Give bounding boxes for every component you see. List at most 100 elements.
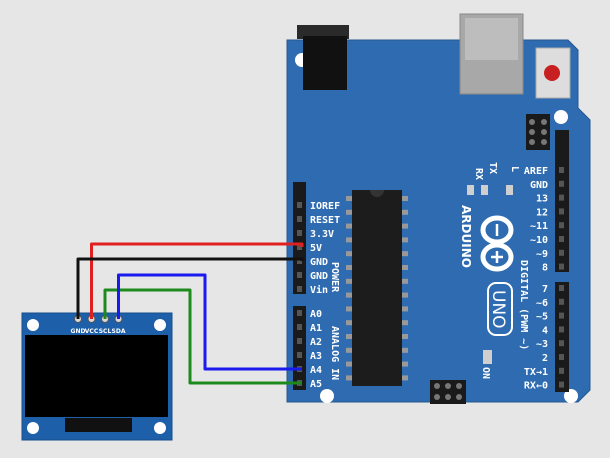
power-pin-gnd	[297, 272, 302, 278]
chip-leg	[402, 196, 408, 201]
analog-pin-label: A2	[310, 337, 322, 348]
led-label-tx: TX	[487, 162, 498, 174]
digital-pin-10	[559, 236, 564, 242]
digital-pin-12	[559, 208, 564, 215]
chip-leg	[402, 361, 408, 367]
digital-pin-label: ~9	[536, 249, 548, 260]
analog-pin-a2	[297, 338, 302, 344]
digital-pin-label: TX→1	[524, 367, 548, 378]
digital-pin-2	[559, 354, 564, 360]
digital-pin-label: ~3	[536, 339, 548, 350]
oled-pin-label: GND	[71, 328, 86, 335]
analog-pin-label: A1	[310, 323, 322, 334]
digital-pin-label: ~5	[536, 312, 548, 323]
oled-pin-label: VCC	[85, 328, 99, 335]
digital-pin-rx-0	[559, 381, 564, 388]
chip-leg	[402, 265, 408, 270]
mounting-hole	[154, 319, 166, 331]
power-pin-gnd	[297, 258, 302, 264]
analog-pin-a1	[297, 324, 302, 330]
power-pin-label: IOREF	[310, 201, 340, 212]
chip-leg	[402, 209, 408, 215]
digital-pin-3	[559, 340, 564, 347]
power-pin-label: RESET	[310, 215, 340, 226]
power-pin-label: GND	[310, 257, 328, 268]
digital-pin-label: 13	[536, 194, 548, 205]
digital-header-title: DIGITAL (PWM ~)	[518, 260, 529, 350]
digital-pin-label: 4	[542, 325, 548, 336]
chip-leg	[346, 306, 352, 312]
mounting-hole	[154, 422, 166, 434]
chip-leg	[402, 278, 408, 284]
reset-button	[535, 47, 571, 99]
chip-leg	[402, 237, 408, 243]
chip-leg	[402, 347, 408, 353]
digital-pin-7	[559, 285, 564, 291]
arduino-board: RX TX L ON ARDUINO UNO POWER ANALOG IN D…	[286, 13, 591, 404]
digital-pin-8	[559, 263, 564, 270]
chip-leg	[402, 292, 408, 298]
analog-header	[293, 306, 306, 390]
chip-leg	[346, 251, 352, 257]
chip-leg	[402, 375, 408, 381]
wire-scl-to-a5	[103, 288, 302, 385]
power-pin-label: Vin	[310, 284, 328, 296]
analog-pin-a0	[297, 310, 302, 316]
digital-pin-11	[559, 222, 564, 229]
chip-leg	[402, 223, 408, 229]
power-jack	[297, 25, 349, 90]
usb-connector	[459, 13, 524, 95]
digital-pin-4	[559, 326, 564, 333]
digital-pin-13	[559, 194, 564, 201]
model-badge: UNO	[487, 282, 513, 336]
power-pin-vin	[297, 286, 302, 292]
digital-pin-label: 7	[542, 284, 548, 295]
chip-leg	[346, 292, 352, 298]
mounting-hole	[27, 319, 39, 331]
chip-leg	[346, 223, 352, 229]
chip-leg	[346, 237, 352, 243]
analog-pin-label: A5	[310, 379, 322, 390]
power-pin-ioref	[297, 202, 302, 208]
mounting-hole	[564, 389, 578, 403]
digital-pin-label: 8	[542, 263, 548, 274]
chip-leg	[402, 320, 408, 326]
wire-vcc-to-5v	[90, 242, 304, 319]
digital-pin-label: AREF	[524, 166, 548, 177]
analog-header-title: ANALOG IN	[329, 326, 340, 380]
analog-pin-label: A0	[310, 309, 322, 320]
digital-pin-label: ~6	[536, 298, 548, 309]
icsp-header-top	[526, 114, 550, 150]
chip-leg	[402, 334, 408, 339]
mounting-hole	[320, 389, 334, 403]
power-pin-label: 5V	[310, 243, 322, 254]
wire-sda-to-a4	[117, 273, 302, 371]
mounting-hole	[554, 110, 568, 124]
digital-pin-label: RX←0	[524, 381, 548, 392]
power-pin-reset	[297, 216, 302, 222]
chip-leg	[346, 196, 352, 201]
analog-pin-label: A3	[310, 351, 322, 362]
digital-pin-6	[559, 298, 564, 305]
digital-header-lower	[555, 282, 569, 392]
mounting-hole	[27, 422, 39, 434]
oled-screen	[25, 335, 168, 417]
status-leds	[467, 185, 513, 364]
chip-leg	[346, 334, 352, 339]
oled-ribbon	[65, 418, 132, 432]
digital-pin-label: ~10	[530, 235, 548, 246]
model-text: UNO	[488, 290, 508, 329]
led-label-on: ON	[480, 367, 491, 379]
oled-pin-label: SCL	[99, 328, 112, 335]
oled-pin-label: SDA	[112, 328, 126, 335]
microcontroller-chip	[346, 190, 408, 386]
power-header-title: POWER	[329, 262, 340, 293]
chip-leg	[402, 306, 408, 312]
icsp-header-bottom	[430, 380, 466, 404]
analog-pin-label: A4	[310, 365, 322, 376]
digital-header-upper	[555, 130, 569, 272]
brand-text: ARDUINO	[459, 205, 473, 268]
digital-pin-label: GND	[530, 180, 548, 191]
